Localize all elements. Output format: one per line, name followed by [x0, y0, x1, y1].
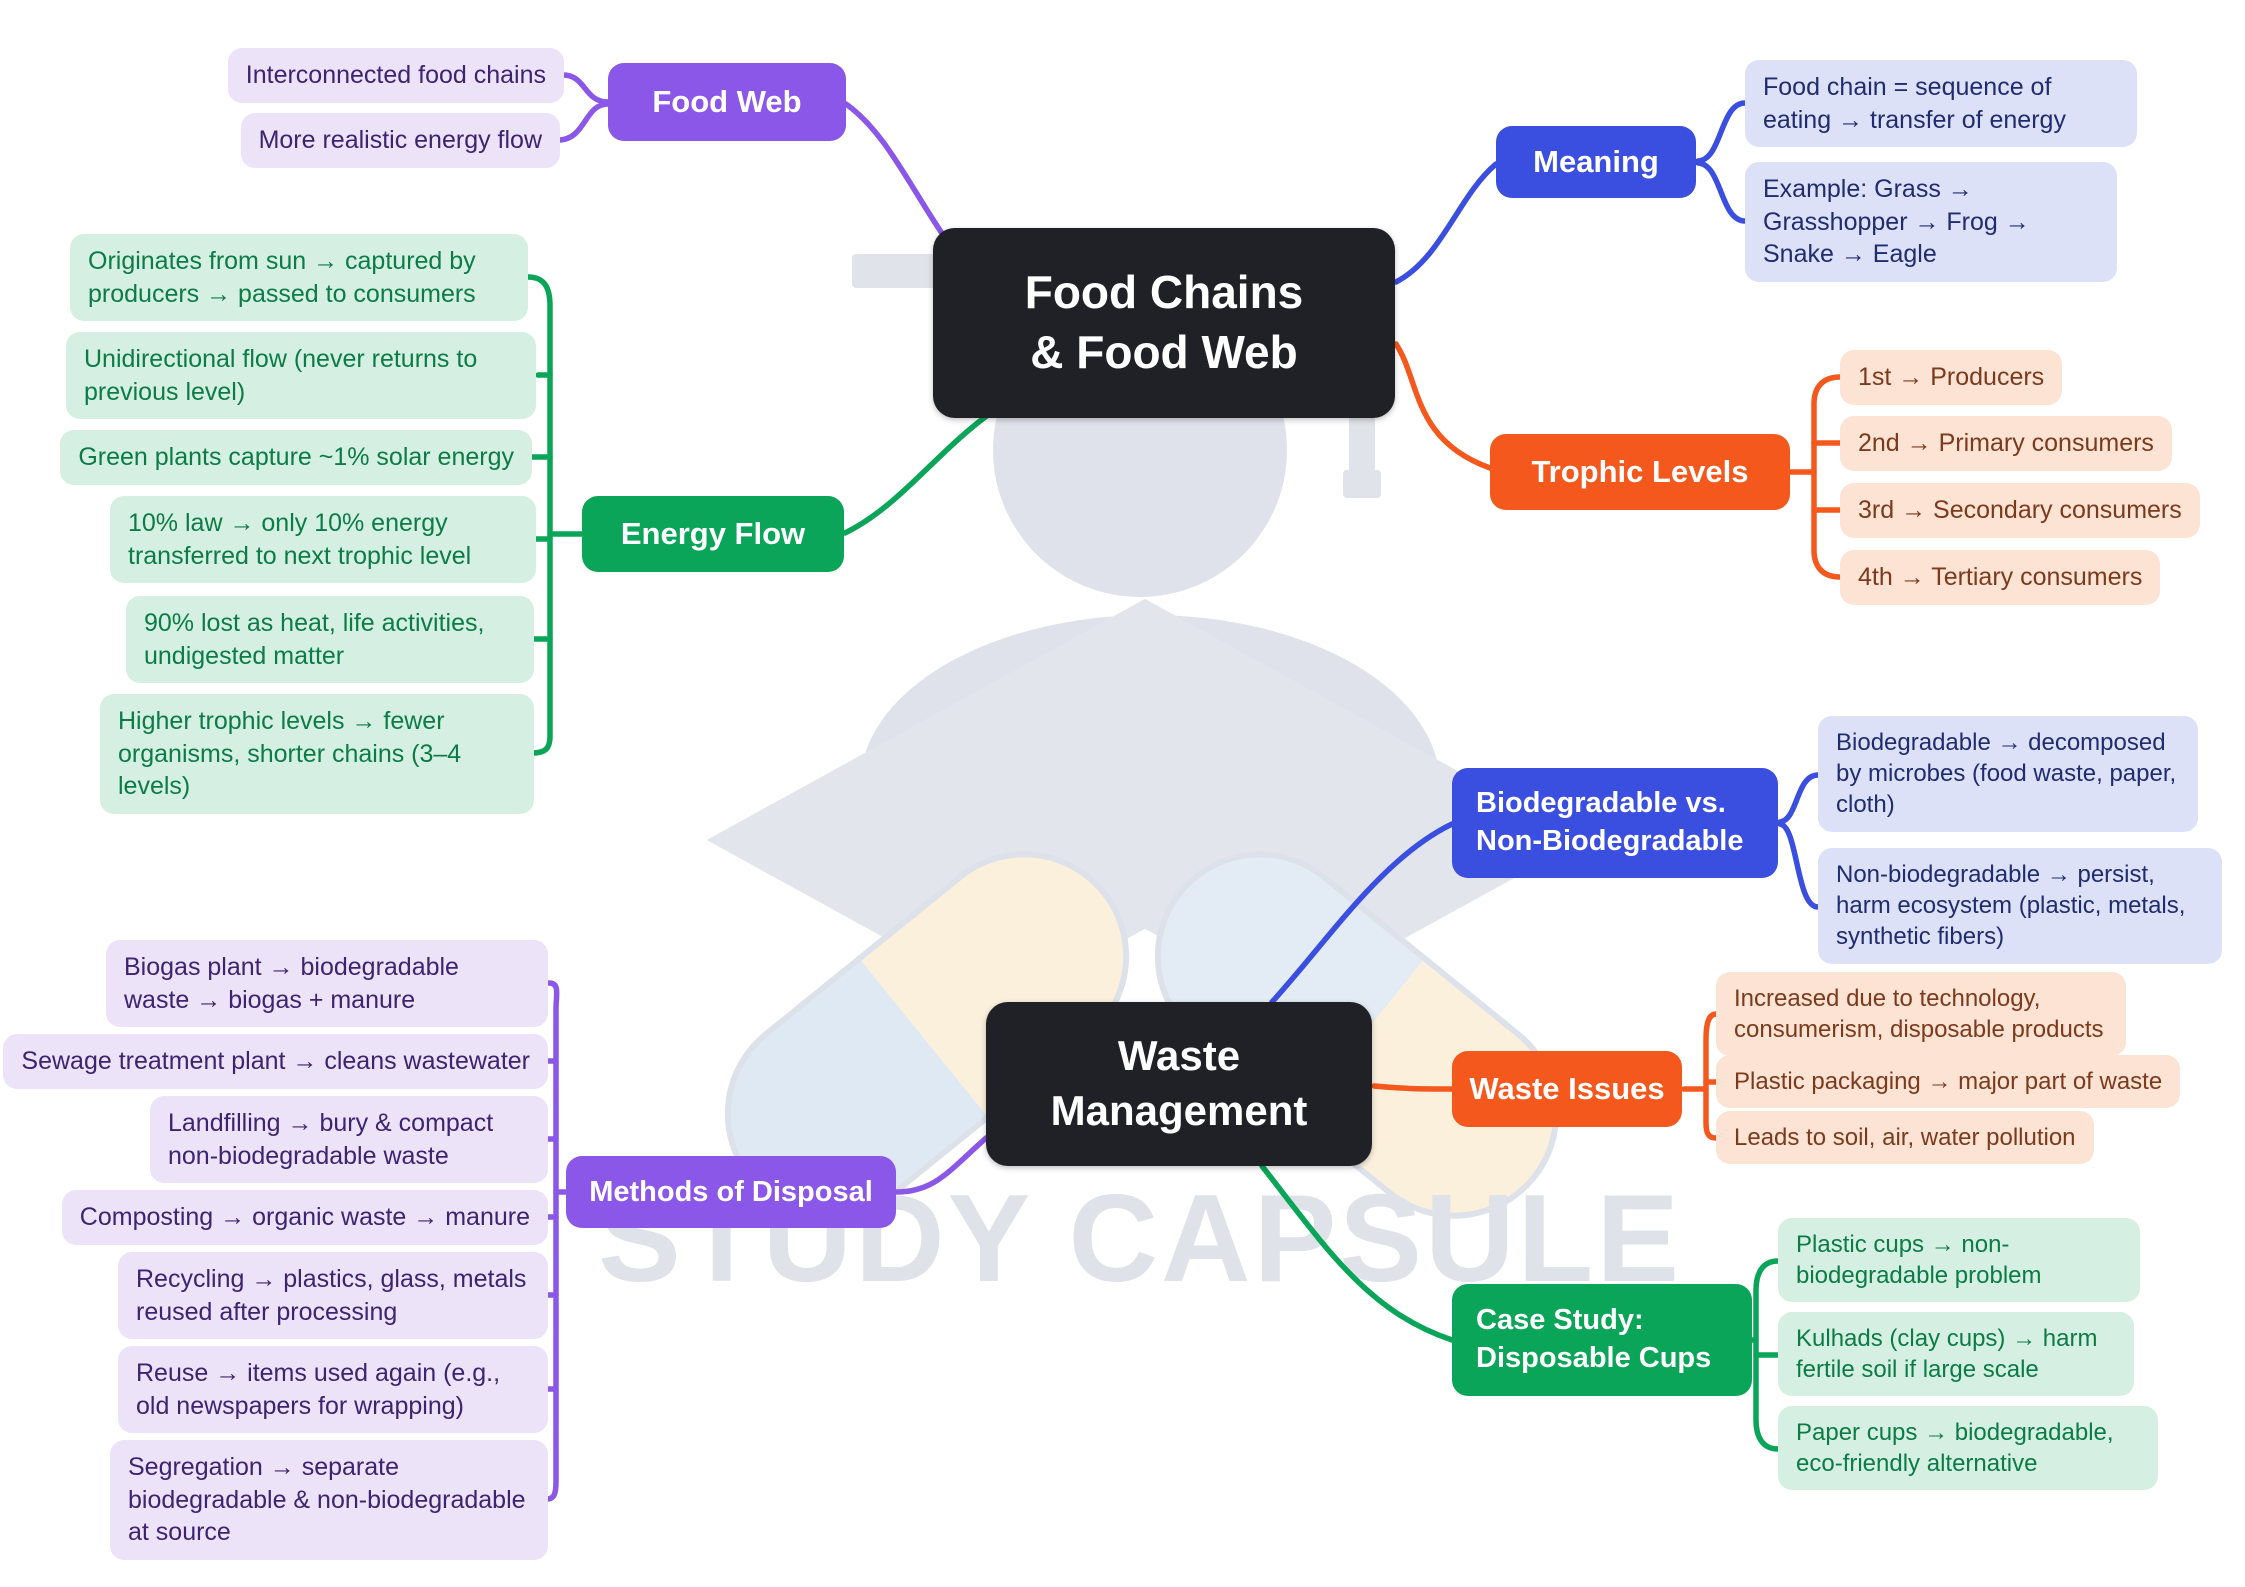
leaf-methods-composting: Composting → organic waste → manure [61, 1190, 548, 1245]
leaf-meaning-example: Example: Grass → Grasshopper → Frog → Sn… [1745, 162, 2117, 282]
leaf-waste-pollution: Leads to soil, air, water pollution [1716, 1111, 2094, 1165]
leaf-energy-green-plants: Green plants capture ~1% solar energy [60, 430, 532, 485]
root-food-chains: Food Chains & Food Web [933, 228, 1395, 418]
leaf-trophic-1st: 1st → Producers [1840, 350, 2063, 405]
leaf-methods-reuse: Reuse → items used again (e.g., old news… [118, 1346, 548, 1433]
leaf-case-plastic-cups: Plastic cups → non-biodegradable problem [1778, 1218, 2140, 1303]
branch-case-study: Case Study: Disposable Cups [1452, 1284, 1752, 1396]
leaf-meaning-definition: Food chain = sequence of eating → transf… [1745, 60, 2137, 147]
graduation-cap-icon [852, 254, 947, 288]
leaf-trophic-3rd: 3rd → Secondary consumers [1840, 483, 2200, 538]
leaf-case-paper-cups: Paper cups → biodegradable, eco-friendly… [1778, 1406, 2158, 1491]
leaf-methods-sewage: Sewage treatment plant → cleans wastewat… [3, 1034, 548, 1089]
leaf-waste-plastic-packaging: Plastic packaging → major part of waste [1716, 1055, 2181, 1109]
leaf-trophic-4th: 4th → Tertiary consumers [1840, 550, 2161, 605]
branch-trophic-levels: Trophic Levels [1490, 434, 1790, 510]
cap-tassel-knob-icon [1343, 470, 1381, 498]
leaf-methods-segregation: Segregation → separate biodegradable & n… [110, 1440, 548, 1560]
leaf-methods-recycling: Recycling → plastics, glass, metals reus… [118, 1252, 548, 1339]
leaf-food-web-interconnected: Interconnected food chains [227, 48, 564, 103]
leaf-energy-unidirectional: Unidirectional flow (never returns to pr… [66, 332, 536, 419]
branch-methods-of-disposal: Methods of Disposal [566, 1156, 896, 1228]
leaf-biodegradable: Biodegradable → decomposed by microbes (… [1818, 716, 2198, 832]
branch-meaning: Meaning [1496, 126, 1696, 198]
leaf-case-kulhads: Kulhads (clay cups) → harm fertile soil … [1778, 1312, 2134, 1397]
leaf-trophic-2nd: 2nd → Primary consumers [1840, 416, 2172, 471]
leaf-energy-origin: Originates from sun → captured by produc… [70, 234, 528, 321]
leaf-energy-10-percent-law: 10% law → only 10% energy transferred to… [110, 496, 536, 583]
connectors-blue [1269, 100, 1821, 1005]
connectors-purple [544, 72, 989, 1502]
leaf-energy-higher-levels: Higher trophic levels → fewer organisms,… [100, 694, 534, 814]
branch-energy-flow: Energy Flow [582, 496, 844, 572]
connectors-orange [1371, 341, 1843, 1141]
leaf-non-biodegradable: Non-biodegradable → persist, harm ecosys… [1818, 848, 2222, 964]
leaf-food-web-realistic: More realistic energy flow [240, 113, 560, 168]
connectors-green [525, 274, 1781, 1452]
leaf-energy-90-percent-lost: 90% lost as heat, life activities, undig… [126, 596, 534, 683]
branch-waste-issues: Waste Issues [1452, 1051, 1682, 1127]
branch-food-web: Food Web [608, 63, 846, 141]
leaf-methods-landfilling: Landfilling → bury & compact non-biodegr… [150, 1096, 548, 1183]
leaf-methods-biogas: Biogas plant → biodegradable waste → bio… [106, 940, 548, 1027]
root-waste-management: Waste Management [986, 1002, 1372, 1166]
leaf-waste-increased: Increased due to technology, consumerism… [1716, 972, 2126, 1057]
branch-biodegradable: Biodegradable vs. Non-Biodegradable [1452, 768, 1778, 878]
